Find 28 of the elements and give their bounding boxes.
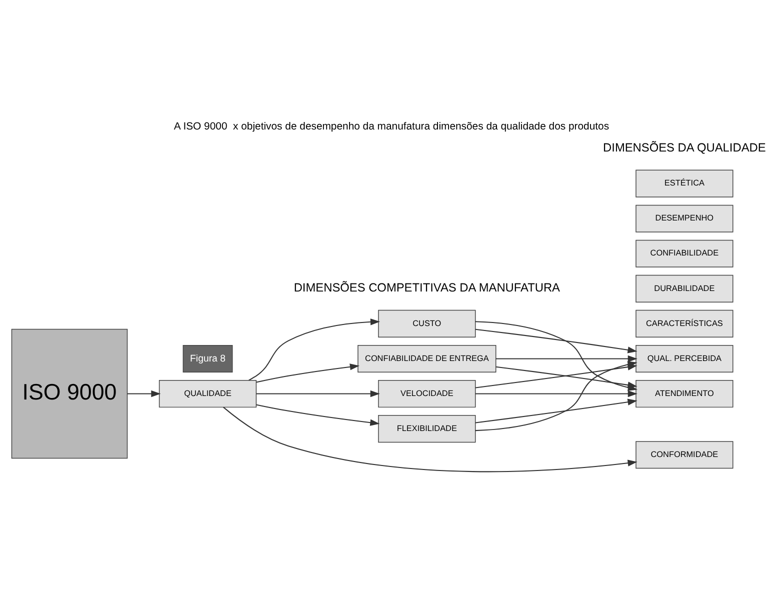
node-box: VELOCIDADE (378, 380, 476, 408)
label: Figura 8 (190, 353, 226, 364)
arrow (223, 406, 638, 472)
arrow (256, 390, 380, 398)
node-box: QUAL. PERCEBIDA (636, 344, 734, 373)
diagram-title: A ISO 9000 x objetivos de desempenho da manufatura dimensões da qualidade dos produtos (174, 121, 610, 132)
node-box: ISO 9000 (11, 328, 128, 459)
node-box: CARACTERÍSTICAS (636, 310, 734, 338)
arrow (248, 318, 380, 381)
arrow (256, 364, 360, 383)
node-box: DESEMPENHO (636, 204, 734, 232)
node-box: ATENDIMENTO (636, 380, 734, 408)
node-box: CONFIABILIDADE DE ENTREGA (358, 344, 496, 373)
node-box: CONFIABILIDADE (636, 240, 734, 268)
node-box: DURABILIDADE (636, 274, 734, 302)
arrow (496, 355, 638, 362)
arrow (476, 328, 638, 354)
label: DIMENSÕES COMPETITIVAS DA MANUFATURA (294, 280, 560, 295)
node-box: FLEXIBILIDADE (378, 415, 476, 443)
arrow (256, 404, 380, 426)
node-box: CONFORMIDADE (636, 441, 734, 469)
node-box: QUALIDADE (158, 380, 257, 408)
node-box: CUSTO (378, 310, 476, 338)
arrow (127, 390, 161, 398)
node-box: ESTÉTICA (636, 170, 734, 198)
arrow (476, 390, 638, 398)
arrow (475, 398, 638, 424)
label: DIMENSÕES DA QUALIDADE (603, 140, 766, 154)
